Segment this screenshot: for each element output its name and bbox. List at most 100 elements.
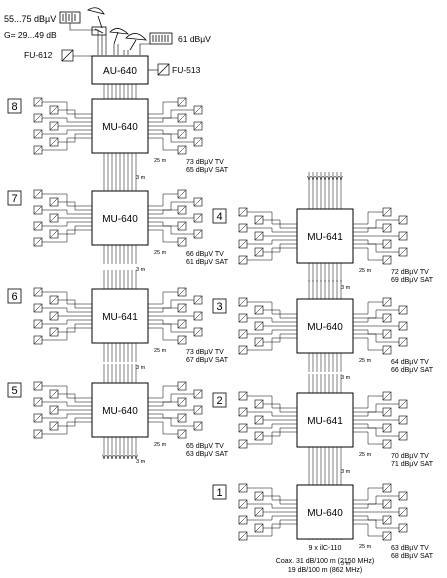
outlet-socket-mark	[382, 223, 392, 233]
outlet-socket-mark	[49, 105, 59, 115]
outlet-socket-mark	[49, 197, 59, 207]
outlet-socket-mark	[193, 421, 203, 431]
tv-level-label: 64 dBµV TV	[391, 359, 429, 366]
outlet-socket-mark	[238, 345, 248, 355]
outlet-socket-mark	[238, 407, 248, 417]
outlet-socket-mark	[382, 239, 392, 249]
outlet-socket-mark	[254, 415, 264, 425]
sat-level-label: 61 dBµV SAT	[186, 259, 229, 266]
cable-length-25m-label: 25 m	[359, 268, 372, 274]
floor-number-label: 5	[11, 385, 17, 397]
outlet-socket-mark	[238, 255, 248, 265]
outlet-socket-mark	[238, 297, 248, 307]
drop-cable-line	[247, 487, 297, 501]
drop-cable-line	[148, 109, 194, 119]
cable-arrow-icon	[323, 175, 327, 181]
outlet-socket-mark	[177, 237, 187, 247]
drop-cable-line	[148, 133, 194, 143]
outlet-socket-mark	[254, 507, 264, 517]
outlet-socket-mark	[49, 327, 59, 337]
cable-arrow-icon	[339, 175, 343, 181]
drop-cable-line	[58, 201, 92, 211]
outlet-socket-mark	[382, 207, 392, 217]
outlet-socket-mark	[254, 491, 264, 501]
tv-level-label: 66 dBµV TV	[186, 251, 224, 258]
outlet-socket-mark	[49, 229, 59, 239]
drop-cable-line	[42, 413, 92, 419]
outlet-socket-mark	[238, 391, 248, 401]
floor-number-box	[7, 98, 22, 114]
floor-number-box	[7, 288, 22, 304]
drop-cable-line	[353, 301, 383, 315]
outlet-socket-mark	[177, 97, 187, 107]
multiswitch-model-label: MU-640	[307, 508, 343, 519]
cable-length-3m-label: 3 m	[136, 459, 146, 465]
cable-arrow-icon	[102, 454, 106, 460]
drop-cable-line	[42, 401, 92, 407]
outlet-socket-mark	[382, 313, 392, 323]
outlet-socket-mark	[398, 337, 408, 347]
drop-cable-line	[148, 209, 178, 215]
outlet-socket-mark	[398, 507, 408, 517]
drop-cable-line	[58, 393, 92, 403]
cable-arrow-icon	[311, 175, 315, 181]
outlet-socket-mark	[398, 523, 408, 533]
drop-cable-line	[353, 243, 399, 253]
cable-length-25m-label: 25 m	[154, 348, 167, 354]
outlet-socket-mark	[177, 319, 187, 329]
drop-cable-line	[247, 523, 297, 537]
drop-cable-line	[148, 319, 178, 325]
filter-fu612-icon	[61, 49, 74, 62]
outlet-socket-mark	[193, 311, 203, 321]
outlet-socket-mark	[49, 311, 59, 321]
drop-cable-line	[247, 395, 297, 409]
sat-level-label: 68 dBµV SAT	[391, 553, 434, 560]
outlet-socket-mark	[33, 303, 43, 313]
footer-group: 9 x ilC-110 Coax. 31 dB/100 m (2150 MHz)…	[276, 545, 374, 574]
sat-level-label: 61 dBµV	[178, 34, 211, 44]
drop-cable-line	[353, 423, 383, 429]
drop-cable-line	[247, 247, 297, 261]
outlet-socket-mark	[382, 423, 392, 433]
outlet-socket-mark	[398, 415, 408, 425]
outlet-socket-mark	[177, 221, 187, 231]
floor-number-label: 2	[216, 395, 222, 407]
drop-cable-line	[247, 411, 297, 417]
outlet-socket-mark	[177, 303, 187, 313]
tv-level-label: 72 dBµV TV	[391, 269, 429, 276]
drop-cable-line	[353, 309, 399, 319]
outlet-socket-mark	[193, 105, 203, 115]
drop-cable-line	[247, 227, 297, 233]
cable-length-25m-label: 25 m	[154, 442, 167, 448]
drop-cable-line	[353, 523, 383, 537]
cable-arrow-icon	[122, 454, 126, 460]
feed-lines	[69, 23, 150, 55]
drop-cable-line	[353, 503, 383, 509]
outlet-socket-mark	[49, 421, 59, 431]
cable-length-3m-label: 3 m	[136, 365, 146, 371]
drop-cable-line	[42, 193, 92, 207]
drop-cable-line	[247, 503, 297, 509]
coax-spec-line2: 19 dB/100 m (862 MHz)	[288, 567, 362, 574]
drop-cable-line	[353, 519, 399, 529]
floor-number-label: 3	[216, 301, 222, 313]
drop-cable-line	[247, 423, 297, 429]
outlet-socket-mark	[49, 295, 59, 305]
drop-cable-line	[353, 211, 383, 225]
cable-length-3m-label: 3 m	[341, 285, 351, 291]
outlet-socket-mark	[177, 113, 187, 123]
drop-cable-line	[247, 301, 297, 315]
outlet-socket-mark	[382, 531, 392, 541]
drop-cable-line	[247, 337, 297, 351]
cable-arrow-icon	[106, 454, 110, 460]
outlet-socket-mark	[382, 515, 392, 525]
outlet-socket-mark	[398, 247, 408, 257]
outlet-socket-mark	[49, 405, 59, 415]
terrestrial-antenna-icon	[59, 11, 81, 24]
drop-cable-line	[148, 417, 194, 427]
drop-cable-line	[42, 101, 92, 115]
cable-count-label: 9 x ilC-110	[309, 545, 342, 552]
